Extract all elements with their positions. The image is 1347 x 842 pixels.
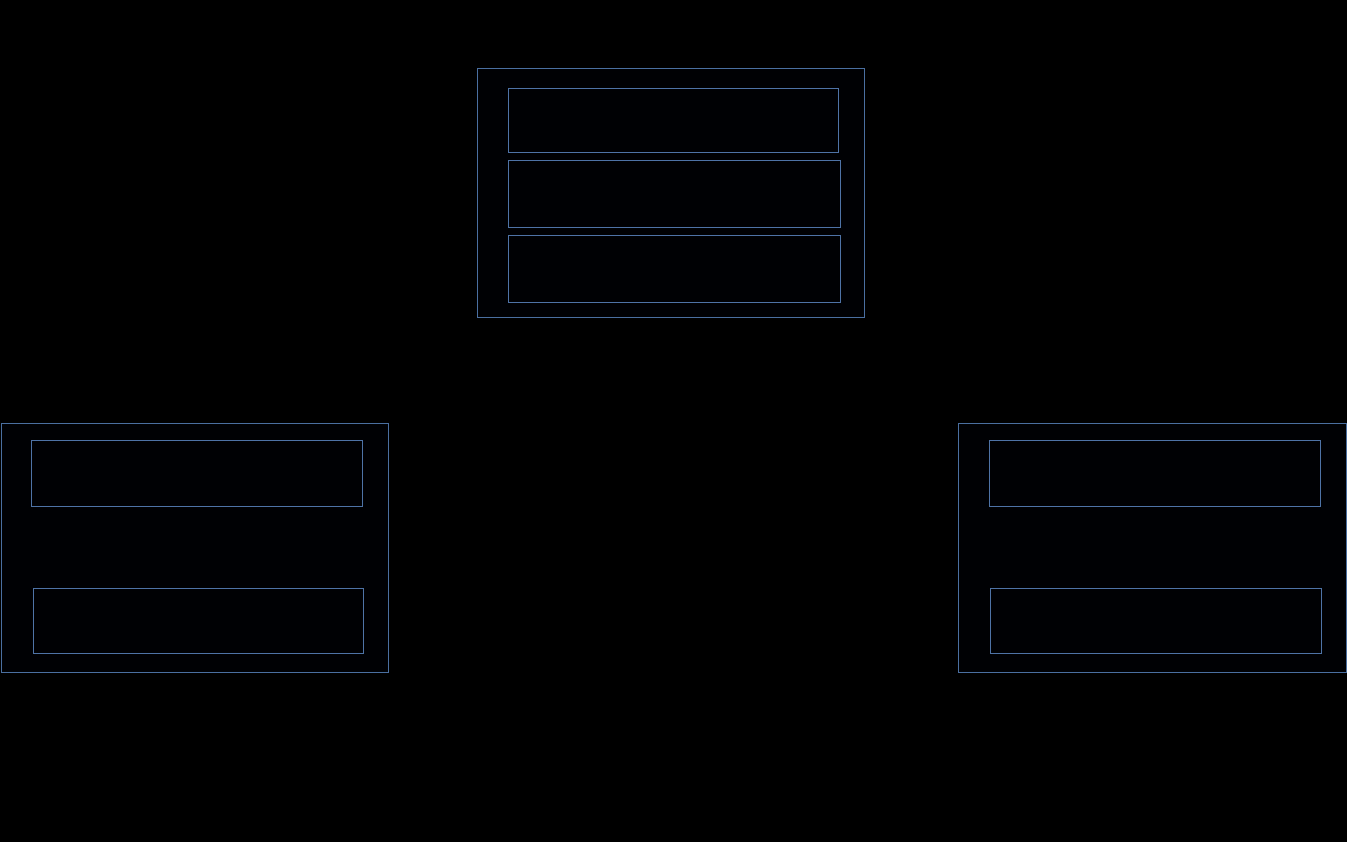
right-panel-slot-2[interactable] bbox=[990, 588, 1322, 654]
top-center-panel-slot-2[interactable] bbox=[508, 160, 841, 228]
top-center-panel-slot-1[interactable] bbox=[508, 88, 839, 153]
right-panel[interactable] bbox=[958, 423, 1347, 673]
left-panel-slot-1[interactable] bbox=[31, 440, 363, 507]
top-center-panel-slot-3[interactable] bbox=[508, 235, 841, 303]
right-panel-slot-1[interactable] bbox=[989, 440, 1321, 507]
left-panel-slot-2[interactable] bbox=[33, 588, 364, 654]
top-center-panel[interactable] bbox=[477, 68, 865, 318]
left-panel[interactable] bbox=[1, 423, 389, 673]
